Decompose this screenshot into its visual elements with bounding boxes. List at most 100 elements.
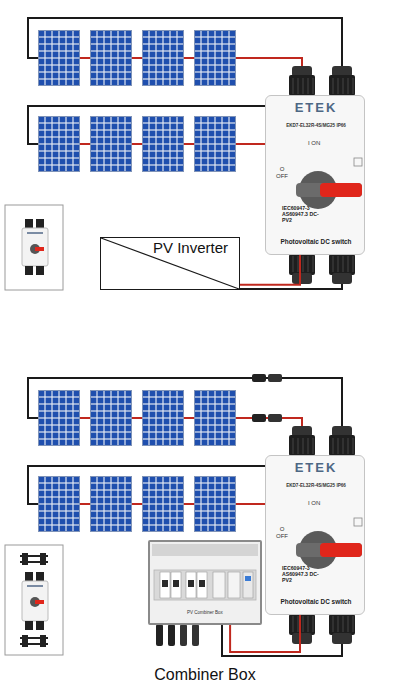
mc4-connector (156, 624, 163, 646)
solar-panel (143, 477, 184, 532)
thumb-gland (25, 266, 33, 275)
cable-gland (329, 66, 355, 96)
pv-inverter: PV Inverter (100, 237, 240, 290)
solar-panel (143, 391, 184, 446)
breaker (186, 572, 196, 598)
standard-codes: IEC60947-3 AS60947.3 DC-PV2 (282, 206, 322, 224)
rotary-knob (299, 171, 337, 209)
lock-mark (354, 518, 362, 526)
mc4-connector (252, 414, 266, 422)
brand-logo: ETEK (266, 461, 366, 476)
standard-codes: IEC60947-3 AS60947.3 DC-PV2 (282, 566, 322, 584)
thumb-switch (22, 581, 48, 621)
solar-panel (91, 117, 132, 172)
thumb-switch (22, 228, 48, 266)
switch-title: Photovoltaic DC switch (266, 598, 366, 605)
solar-panel (143, 117, 184, 172)
thumb-gland (36, 621, 44, 630)
thumb-logo (27, 232, 43, 234)
dc-cable (240, 255, 300, 285)
brand-logo: ETEK (266, 101, 366, 116)
mc4-connector (192, 624, 199, 646)
cable-gland (289, 66, 315, 96)
cable-gland (329, 426, 355, 456)
thumb-handle (35, 247, 44, 251)
positive-wire (236, 143, 266, 145)
combiner-box: PV Combiner BoxCombiner Box (148, 540, 262, 625)
breaker (197, 572, 207, 598)
solar-panel (39, 117, 80, 172)
solar-panel (39, 477, 80, 532)
breaker-toggle (188, 580, 194, 587)
inverter-label: PV Inverter (153, 239, 239, 256)
solar-panel (91, 477, 132, 532)
mc4-connector (180, 624, 187, 646)
cable-gland (289, 614, 315, 644)
knob-handle (296, 183, 362, 197)
red-handle (320, 183, 362, 197)
thumb-connector (40, 635, 46, 647)
mc4-connector (268, 414, 282, 422)
cable-gland (289, 254, 315, 284)
thumb-connector (40, 553, 46, 565)
breaker-toggle (162, 580, 168, 587)
product-thumbnail (5, 205, 63, 290)
model-number: EKD7-EL32R-4S/MG25 IP66 (266, 483, 366, 488)
solar-panel (91, 391, 132, 446)
solar-panel (91, 31, 132, 86)
fuse-holder (228, 572, 240, 598)
thumb-gland (25, 572, 33, 581)
caption-label: Combiner Box (143, 666, 267, 684)
on-label: I ON (308, 500, 338, 507)
cable-gland (289, 426, 315, 456)
cable-gland (329, 254, 355, 284)
on-label: I ON (308, 140, 338, 147)
dc-switch: ETEKEKD7-EL32R-4S/MG25 IP66I ONO OFFIEC6… (265, 95, 365, 255)
thumb-gland (36, 266, 44, 275)
thumb-gland (36, 219, 44, 228)
thumb-gland (25, 219, 33, 228)
breaker (171, 572, 181, 598)
breaker-toggle (199, 580, 205, 587)
din-rail (154, 570, 256, 600)
off-label: O OFF (275, 526, 289, 540)
positive-wire (236, 503, 266, 505)
knob-handle (296, 543, 362, 557)
solar-panel (195, 391, 236, 446)
positive-wire (236, 58, 302, 68)
solar-panel (195, 117, 236, 172)
solar-panel (39, 31, 80, 86)
red-handle (320, 543, 362, 557)
mc4-connector (168, 624, 175, 646)
solar-panel (195, 31, 236, 86)
fuse-holder (213, 572, 225, 598)
solar-panel (195, 477, 236, 532)
spd-indicator (245, 576, 251, 581)
lock-mark (354, 158, 362, 166)
solar-panel (143, 31, 184, 86)
thumb-logo (27, 585, 43, 587)
inverter-diagonal (101, 238, 239, 289)
breaker (160, 572, 170, 598)
box-lid-strip (152, 544, 258, 556)
surge-protector (243, 572, 253, 598)
thumb-connector (22, 553, 28, 565)
box-label: PV Combiner Box (150, 610, 260, 615)
solar-panel (39, 391, 80, 446)
product-thumbnail (5, 545, 63, 655)
dc-switch: ETEK EKD7-EL32R-4S/MG25 IP66 I ON O OFF IEC6… (265, 455, 365, 615)
breaker-toggle (173, 580, 179, 587)
mc4-connector (268, 374, 282, 382)
thumb-connector (22, 635, 28, 647)
model-number: EKD7-EL32R-4S/MG25 IP66 (266, 123, 366, 128)
thumb-gland (36, 572, 44, 581)
cable-gland (329, 614, 355, 644)
thumb-handle (35, 600, 44, 604)
mc4-connector (252, 374, 266, 382)
rotary-knob (299, 531, 337, 569)
thumb-gland (25, 621, 33, 630)
switch-title: Photovoltaic DC switch (266, 238, 366, 245)
